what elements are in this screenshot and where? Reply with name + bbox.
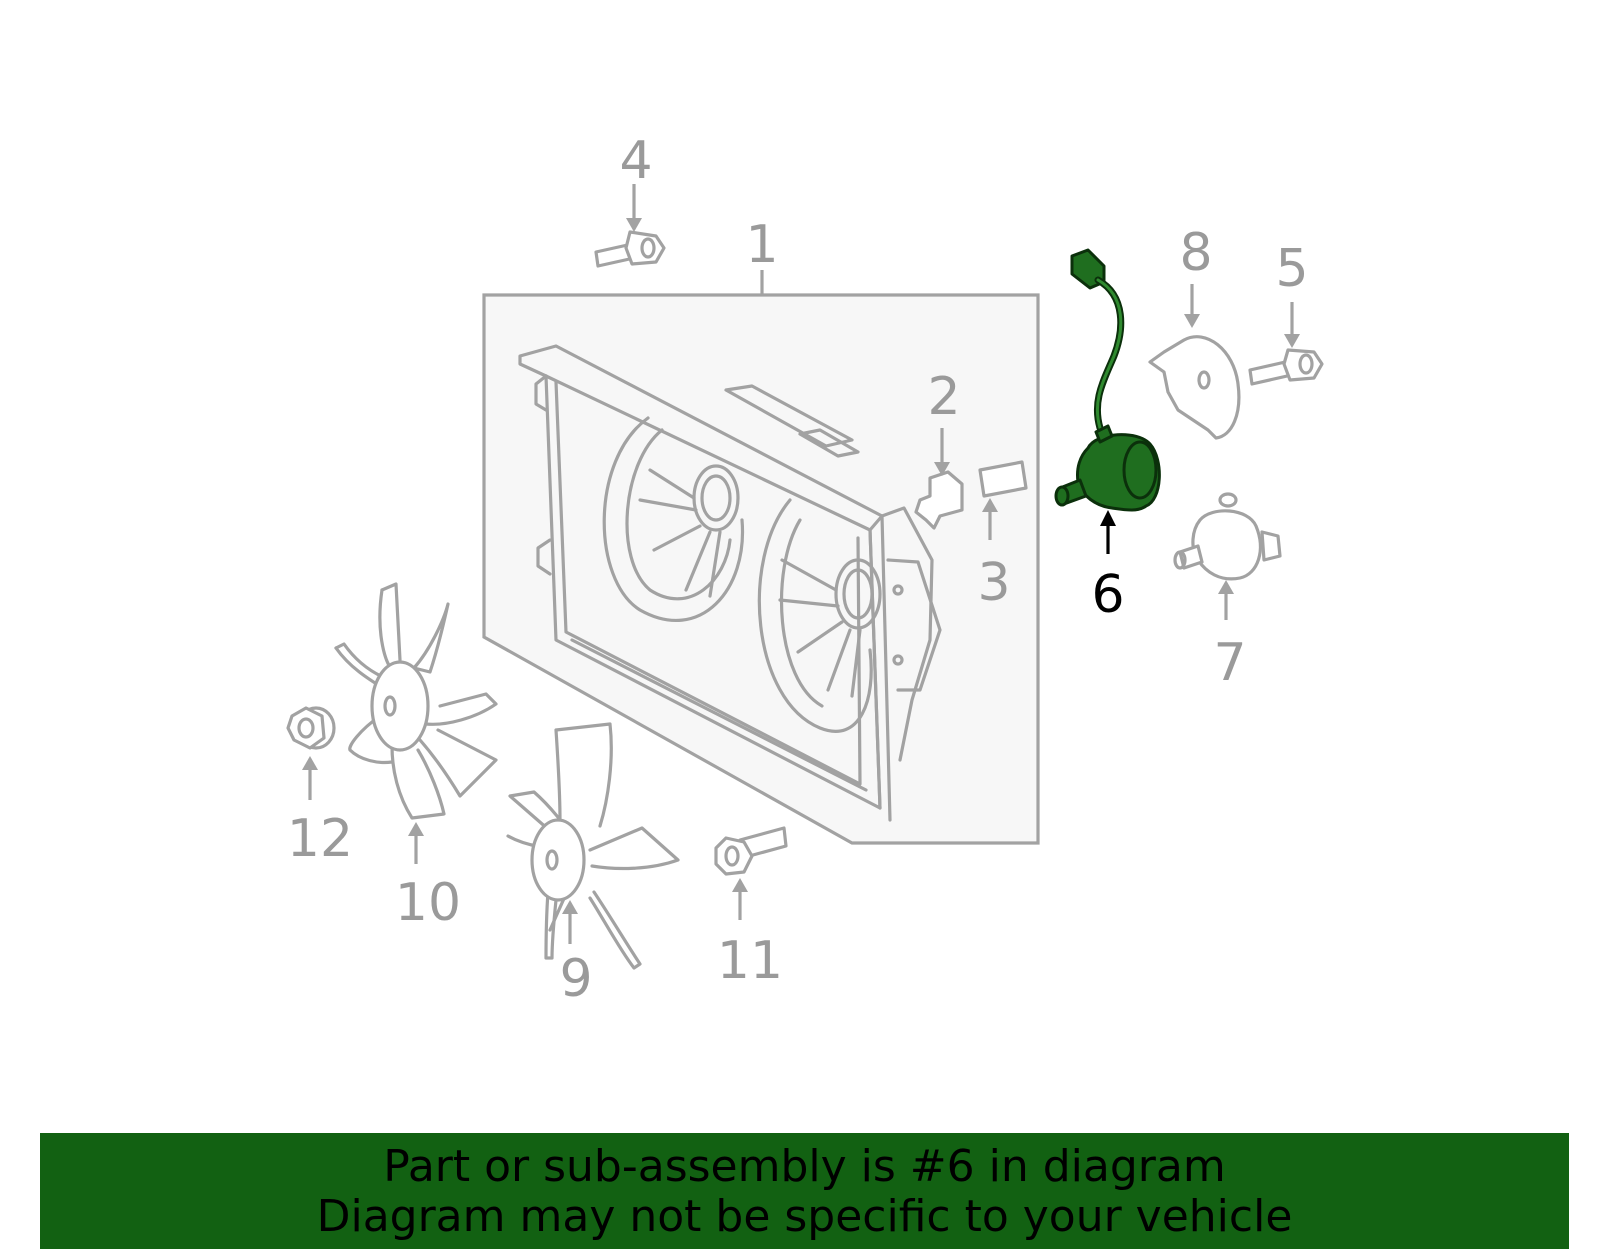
callout-6[interactable]: 6 — [1091, 565, 1124, 625]
banner-line-1: Part or sub-assembly is #6 in diagram — [383, 1141, 1226, 1192]
part-5-bolt[interactable] — [1248, 302, 1324, 386]
part-8-cover[interactable] — [1148, 284, 1241, 440]
callout-10[interactable]: 10 — [395, 873, 461, 933]
callout-3[interactable]: 3 — [977, 553, 1010, 613]
part-9-fan-blade[interactable] — [506, 722, 680, 970]
part-1-shroud-assembly[interactable] — [482, 270, 1040, 845]
info-banner: Part or sub-assembly is #6 in diagram Di… — [40, 1133, 1569, 1249]
part-11-bolt[interactable] — [714, 826, 788, 920]
part-10-fan-blade[interactable] — [334, 582, 498, 864]
callout-12[interactable]: 12 — [287, 809, 353, 869]
callout-8[interactable]: 8 — [1179, 223, 1212, 283]
callout-9[interactable]: 9 — [559, 949, 592, 1009]
part-2-clip[interactable] — [914, 428, 964, 530]
part-3-label[interactable] — [978, 460, 1028, 540]
callout-2[interactable]: 2 — [927, 367, 960, 427]
callout-11[interactable]: 11 — [717, 931, 783, 991]
part-12-nut[interactable] — [286, 706, 336, 800]
part-4-bolt[interactable] — [594, 184, 666, 268]
banner-line-2: Diagram may not be specific to your vehi… — [316, 1191, 1293, 1242]
part-6-fan-motor[interactable] — [1054, 248, 1161, 554]
callout-1[interactable]: 1 — [745, 215, 778, 275]
callout-7[interactable]: 7 — [1213, 633, 1246, 693]
part-7-motor[interactable] — [1173, 492, 1282, 620]
callout-4[interactable]: 4 — [619, 131, 652, 191]
callout-5[interactable]: 5 — [1275, 239, 1308, 299]
